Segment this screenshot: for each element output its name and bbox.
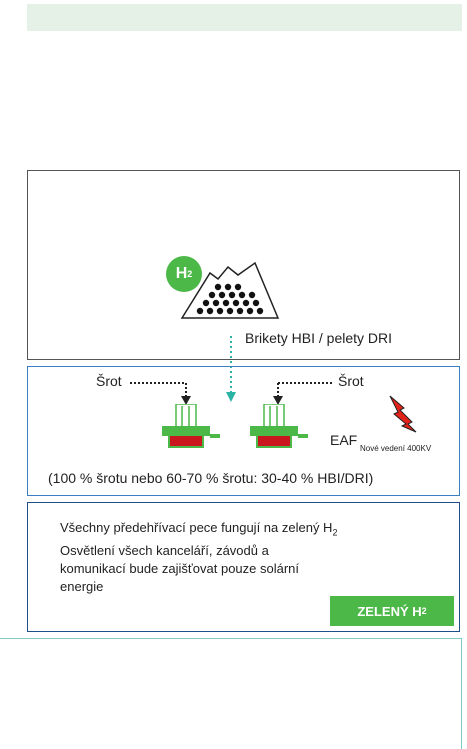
zeleny-h2-text: ZELENÝ H [357,603,422,619]
h2-badge-sub: 2 [187,269,193,279]
note-line-2: Osvětlení všech kanceláří, závodů a [60,542,269,558]
eaf-furnace-icon-2 [250,404,308,448]
bottom-side-divider [461,638,462,749]
note-line-3: komunikací bude zajišťovat pouze solární [60,560,300,576]
hbi-flow-arrow [226,336,236,402]
srot-left-arrow [130,382,191,405]
srot-left-label: Šrot [96,373,122,389]
bottom-divider [0,638,462,639]
lightning-icon [389,395,417,433]
eaf-note: Nové vedení 400KV [360,444,432,453]
note-line-1: Všechny předehřívací pece fungují na zel… [60,519,420,542]
green-note-box [27,502,460,632]
green-note-text: Všechny předehřívací pece fungují na zel… [60,519,420,596]
eaf-label: EAF [330,432,358,448]
srot-right-label: Šrot [338,373,364,389]
note-line-1-sub: 2 [332,527,338,538]
srot-right-arrow [273,382,334,405]
top-banner [27,4,462,31]
eaf-furnace-icon [162,404,220,448]
zeleny-h2-sub: 2 [421,606,427,616]
h2-badge-text: H [175,265,188,282]
ratio-text: (100 % šrotu nebo 60-70 % šrotu: 30-40 %… [48,470,374,486]
note-line-1-text: Všechny předehřívací pece fungují na zel… [60,520,333,535]
hbi-pile-icon [180,261,280,319]
brikety-label: Brikety HBI / pelety DRI [245,330,393,346]
hbi-dri-box [27,170,460,360]
eaf-box [27,366,460,496]
note-line-4: energie [60,578,104,594]
